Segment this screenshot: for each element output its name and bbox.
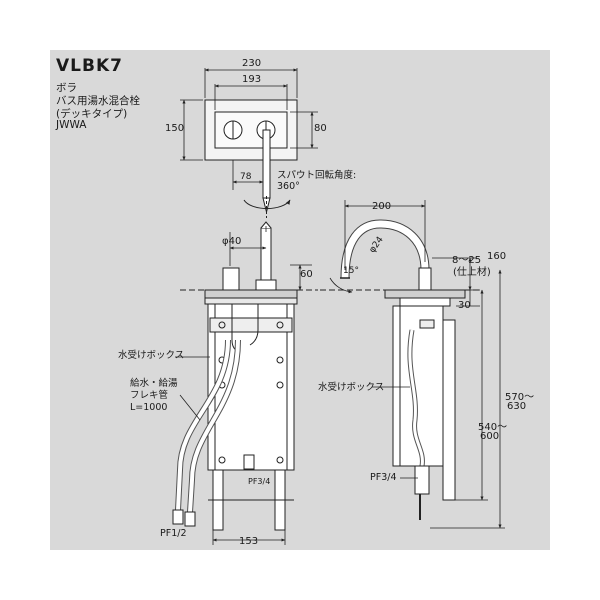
deck-plate	[204, 289, 298, 299]
dim-overall-2: 540〜	[478, 422, 508, 433]
water-box-label-right: 水受けボックス	[318, 382, 385, 393]
model-number: VLBK7	[56, 56, 123, 76]
hose-label-1: 給水・給湯	[130, 378, 178, 389]
deck-material-note: (仕上材)	[453, 267, 491, 278]
pf34-right-label: PF3/4	[370, 472, 397, 483]
dim-overall-1b: 630	[507, 401, 527, 412]
certification: JWWA	[56, 119, 87, 131]
top-view	[204, 99, 298, 218]
product-type: (デッキタイプ)	[56, 108, 128, 120]
drawing-sheet	[50, 50, 550, 550]
dim-spout-60: 60	[300, 269, 313, 280]
spout-top-view	[262, 129, 271, 199]
top-dimensions	[180, 68, 318, 190]
dim-deck-range: 8〜25	[452, 255, 482, 266]
pf34-left-label: PF3/4	[248, 477, 271, 486]
front-view	[172, 221, 318, 531]
front-handle	[222, 267, 240, 291]
rotation-arc	[243, 199, 291, 210]
rotation-angle: 360°	[277, 181, 300, 192]
product-name: バス用湯水混合栓	[56, 95, 140, 107]
dim-bottom-width: 153	[239, 536, 259, 547]
pf12-label: PF1/2	[160, 528, 187, 539]
dim-overall-1: 570〜	[505, 392, 535, 403]
dim-top-height: 150	[165, 123, 185, 134]
dim-offset: 78	[240, 172, 252, 182]
dim-spout-height: 160	[487, 251, 507, 262]
brand-name: ボラ	[56, 82, 77, 94]
dim-spout-reach: 200	[372, 201, 392, 212]
rotation-note: スパウト回転角度:	[277, 170, 357, 181]
dim-top-width: 230	[242, 58, 262, 69]
dim-overall-2b: 600	[480, 431, 500, 442]
side-dimensions	[329, 200, 505, 529]
dim-body-30: 30	[458, 300, 471, 311]
water-box-label-left: 水受けボックス	[118, 350, 185, 361]
dim-top-inner-height: 80	[314, 123, 327, 134]
side-view	[320, 219, 480, 520]
hose-label-2: フレキ管	[130, 390, 169, 401]
front-dimensions	[175, 226, 312, 545]
dim-spout-angle: 15°	[343, 266, 359, 276]
hose-label-3: L=1000	[130, 402, 168, 413]
front-spout	[260, 227, 272, 281]
dim-pipe-diameter: φ40	[222, 236, 242, 247]
dim-top-inner: 193	[242, 74, 262, 85]
